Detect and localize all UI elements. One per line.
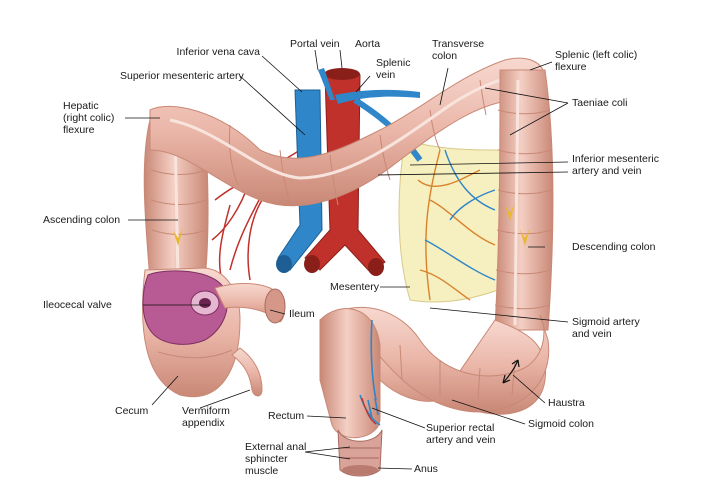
label-taeniae-coli: Taeniae coli — [572, 97, 628, 109]
label-sigmoid-artery: Sigmoid artery and vein — [572, 316, 640, 340]
mesentery-sheet — [398, 139, 501, 303]
leader-lines — [125, 49, 569, 470]
label-sigmoid-colon: Sigmoid colon — [528, 418, 594, 430]
label-portal-vein: Portal vein — [290, 38, 340, 50]
label-aorta: Aorta — [355, 38, 381, 50]
label-ileum: Ileum — [289, 308, 315, 320]
anal-sphincter — [337, 429, 383, 477]
label-splenic-flexure: Splenic (left colic) flexure — [555, 49, 638, 73]
label-anus: Anus — [414, 463, 438, 475]
label-rectum: Rectum — [268, 410, 305, 422]
label-ileocecal-valve: Ileocecal valve — [43, 299, 112, 311]
label-vermiform-appendix: Vermiform appendix — [182, 405, 230, 429]
label-descending-colon: Descending colon — [572, 241, 656, 253]
descending-colon — [494, 69, 554, 331]
label-inferior-mesenteric: Inferior mesenteric artery and vein — [572, 153, 659, 177]
label-splenic-vein: Splenic vein — [376, 57, 411, 81]
ileocecal-valve-opening — [142, 270, 228, 345]
label-ascending-colon: Ascending colon — [43, 214, 121, 226]
label-hepatic-flexure: Hepatic (right colic) flexure — [63, 100, 115, 136]
cecum — [142, 267, 241, 398]
mesentery-vessels — [417, 149, 496, 301]
label-cecum: Cecum — [115, 405, 149, 417]
label-superior-mesenteric-artery: Superior mesenteric artery — [120, 70, 244, 82]
rectum — [319, 308, 381, 439]
label-haustra: Haustra — [548, 397, 585, 409]
label-inferior-vena-cava: Inferior vena cava — [176, 46, 260, 58]
label-mesentery: Mesentery — [330, 281, 380, 293]
label-external-anal-sphincter: External anal sphincter muscle — [245, 441, 307, 477]
haustra-arrow — [502, 359, 520, 384]
transverse-colon — [149, 57, 546, 207]
ileum — [214, 283, 286, 324]
label-superior-rectal: Superior rectal artery and vein — [426, 422, 496, 446]
label-transverse-colon: Transverse colon — [432, 38, 485, 62]
vermiform-appendix — [231, 347, 263, 397]
